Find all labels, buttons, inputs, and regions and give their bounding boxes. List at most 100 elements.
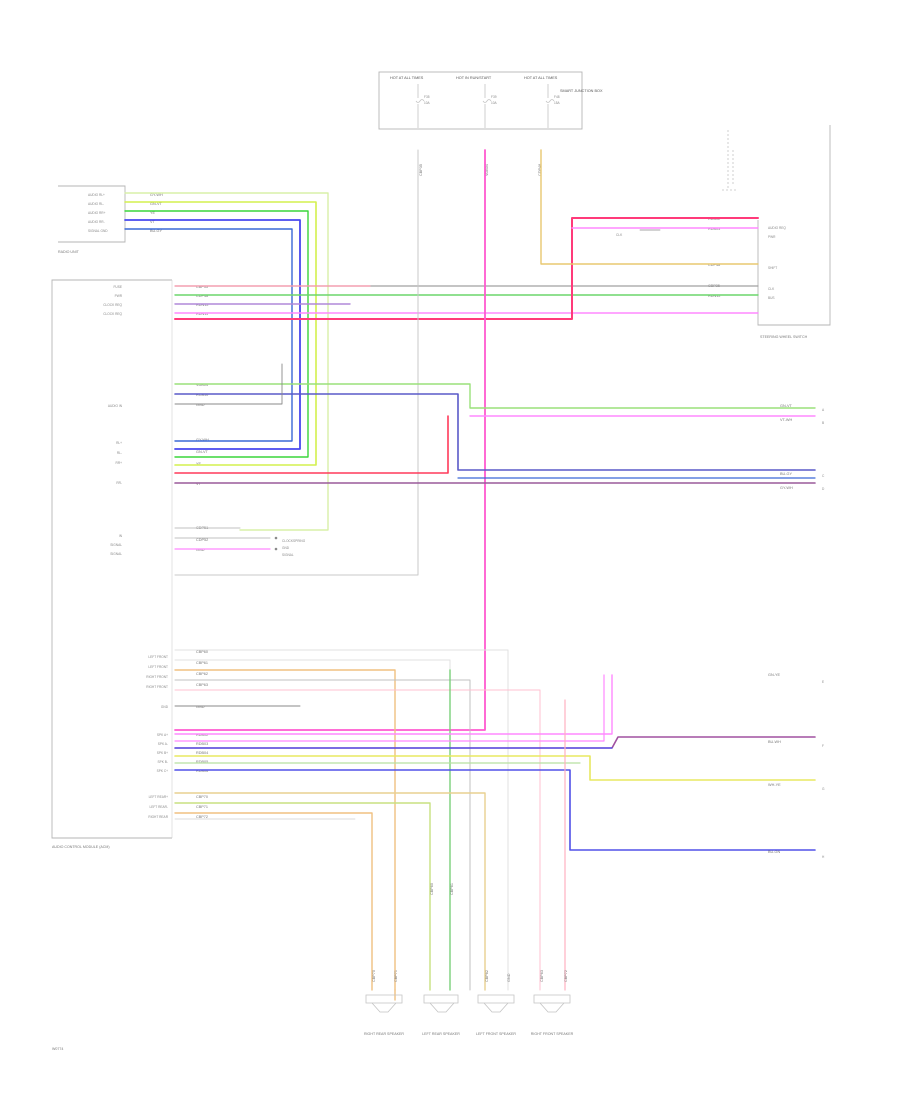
fuse-value: 10A bbox=[491, 101, 498, 105]
pin-label: SIGNAL bbox=[110, 552, 122, 556]
exit-code: WH-YE bbox=[768, 783, 781, 787]
speaker-label: RIGHT FRONT SPEAKER bbox=[531, 1032, 574, 1036]
pin-label: AUDIO RL+ bbox=[88, 193, 105, 197]
wire-code: CBP63 bbox=[196, 683, 208, 687]
splice-label: CLK bbox=[616, 233, 623, 237]
wire-rdb02 bbox=[174, 217, 759, 320]
wire-cbp35-drop bbox=[174, 149, 419, 576]
pin-label: IN bbox=[119, 534, 123, 538]
wire-cbp71 bbox=[174, 802, 431, 991]
speaker-icon bbox=[365, 994, 403, 1004]
acm-label: AUDIO CONTROL MODULE (ACM) bbox=[52, 845, 110, 849]
wire-code: GY-WH bbox=[150, 193, 163, 197]
steering-wheel-switch: STEERING WHEEL SWITCH AUDIO REQ PWR SHIF… bbox=[708, 125, 831, 339]
wire-code: CDP48 bbox=[538, 164, 542, 176]
wire-code: CBP35 bbox=[419, 164, 423, 176]
speaker-cone-icon bbox=[539, 1002, 565, 1013]
wire-code: RDB05 bbox=[196, 760, 208, 764]
pin-label: RIGHT REAR bbox=[148, 815, 168, 819]
audio-control-module: AUDIO CONTROL MODULE (ACM) FUSE PWR CLOC… bbox=[51, 279, 209, 849]
wire-ye bbox=[124, 210, 309, 458]
pin-label: AUDIO RR- bbox=[88, 220, 105, 224]
pin-label: LEFT FRONT bbox=[148, 655, 168, 659]
pin-label: CLOCK REQ bbox=[103, 303, 122, 307]
pin-label: RR+ bbox=[116, 461, 123, 465]
pin-label: PWR bbox=[768, 235, 776, 239]
wire-code: GND bbox=[507, 973, 511, 982]
pin-label: PWR bbox=[115, 294, 123, 298]
pin-label: CLOCK REQ bbox=[103, 312, 122, 316]
wire-code: GND bbox=[196, 403, 205, 407]
radio-unit-label: RADIO UNIT bbox=[58, 250, 80, 254]
pin-label: GND bbox=[161, 705, 169, 709]
pin-label: FUSE bbox=[113, 285, 122, 289]
wire-cbp61 bbox=[174, 659, 451, 991]
wire-rdb02-out bbox=[174, 674, 613, 735]
fuse-symbol-icon bbox=[482, 84, 492, 128]
exit-ref: B bbox=[822, 421, 824, 425]
wire-code: RDB04 bbox=[196, 751, 208, 755]
wire-code: CBP71 bbox=[196, 805, 208, 809]
pin-label: AUDIO RL- bbox=[88, 202, 104, 206]
wire-code: CBP62 bbox=[485, 970, 489, 982]
wire-code: YE bbox=[150, 211, 156, 215]
wire-cbp63 bbox=[174, 679, 471, 991]
exit-code: GN-VT bbox=[780, 404, 792, 408]
pin-label: RR- bbox=[116, 481, 122, 485]
wire-rdb06-out bbox=[174, 769, 816, 851]
wire-code: VDB04 bbox=[196, 383, 208, 387]
exit-ref: C bbox=[822, 474, 825, 478]
wire-code: CBP35 bbox=[196, 285, 208, 289]
pin-label: GND bbox=[282, 546, 290, 550]
wire-vdb04 bbox=[174, 149, 486, 731]
right-exits: GN-VT A VT-WH B BU-GY C GY-WH D GN-YE E … bbox=[768, 404, 825, 859]
exit-ref: H bbox=[822, 855, 825, 859]
wire-code: RDB02 bbox=[196, 733, 208, 737]
speaker-icon bbox=[533, 994, 571, 1004]
pin-label: BUS bbox=[768, 296, 775, 300]
wire-code: CDP52 bbox=[196, 538, 208, 542]
wire-code: VT bbox=[150, 220, 156, 224]
wire-code: CBP72 bbox=[564, 970, 568, 982]
sws-label: STEERING WHEEL SWITCH bbox=[760, 335, 808, 339]
exit-ref: F bbox=[822, 744, 824, 748]
wire-code: CBP72 bbox=[196, 815, 208, 819]
pin-label: RL- bbox=[117, 451, 122, 455]
wire-cbp70 bbox=[174, 792, 486, 991]
pin-label: LEFT FRONT bbox=[148, 665, 168, 669]
fuse-value: 15A bbox=[554, 101, 561, 105]
wire-code: CBP61 bbox=[196, 661, 208, 665]
wire-code: CBP71 bbox=[394, 970, 398, 982]
sws-internal-switch-icon bbox=[722, 130, 738, 191]
pin-label: SPK A+ bbox=[157, 733, 168, 737]
pin-label: SPK C+ bbox=[157, 769, 169, 773]
wire-code: RDB03 bbox=[196, 742, 208, 746]
pin-label: SPK B- bbox=[158, 760, 168, 764]
wire-rdb05-out bbox=[174, 755, 816, 781]
pin-label: SHIFT bbox=[768, 266, 777, 270]
exit-ref: G bbox=[822, 787, 825, 791]
wire-code: BU-GY bbox=[150, 229, 162, 233]
wire-code: RDB03 bbox=[708, 227, 720, 231]
pin-label: CLK bbox=[768, 287, 775, 291]
fuse-f48: F48 15A bbox=[545, 84, 561, 128]
exit-ref: D bbox=[822, 487, 825, 491]
wire-cbp62 bbox=[174, 669, 396, 991]
exit-code: VT-WH bbox=[780, 418, 792, 422]
clockspring: CLOCKSPRING GND SIGNAL bbox=[274, 536, 306, 557]
speaker-right-rear: CBP70 CBP71 RIGHT REAR SPEAKER bbox=[364, 970, 404, 1036]
diagram-code: W0774 bbox=[52, 1047, 63, 1051]
pin-label: AUDIO REQ bbox=[768, 226, 786, 230]
connector-dot-icon bbox=[274, 536, 278, 540]
wire-code: RDN12 bbox=[708, 294, 720, 298]
pin-label: SPK B+ bbox=[157, 751, 168, 755]
wire-code: GND bbox=[196, 705, 205, 709]
fuse-label: F35 bbox=[424, 95, 430, 99]
wire-code: CBP70 bbox=[196, 795, 208, 799]
wire-rdb04-out bbox=[174, 736, 816, 749]
wire-rcb10 bbox=[174, 393, 816, 471]
wire-code: RCB10 bbox=[196, 393, 208, 397]
wire-code: CDP48 bbox=[708, 263, 720, 267]
wire-bu-gy bbox=[124, 228, 293, 442]
wire-code: CBP62 bbox=[196, 672, 208, 676]
